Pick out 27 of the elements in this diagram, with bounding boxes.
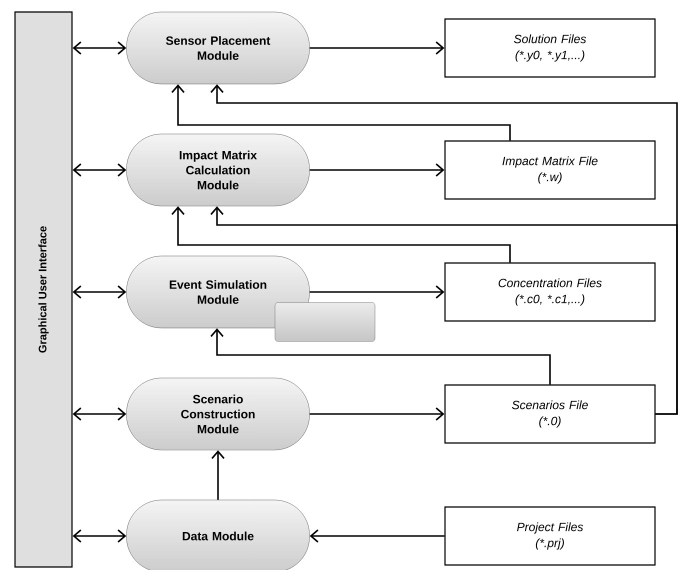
- arrow: [210, 328, 551, 384]
- arrow: [72, 407, 126, 421]
- arrow: [310, 407, 444, 421]
- arrow: [72, 41, 126, 55]
- interface-bar: Graphical User Interface: [14, 11, 73, 568]
- module-box: Scenario Construction Module: [126, 378, 310, 450]
- module-box: Sensor Placement Module: [126, 12, 310, 84]
- arrow: [72, 285, 126, 299]
- arrow: [310, 529, 444, 543]
- arrow: [210, 206, 678, 415]
- module-box: Impact Matrix Calculation Module: [126, 134, 310, 206]
- file-box: Solution Files (*.y0, *.y1,...): [444, 18, 656, 78]
- file-box: Impact Matrix File (*.w): [444, 140, 656, 200]
- arrow: [171, 206, 511, 262]
- arrow: [72, 163, 126, 177]
- arrow: [310, 285, 444, 299]
- file-box: Scenarios File (*.0): [444, 384, 656, 444]
- arrow: [211, 450, 225, 500]
- file-box: Project Files (*.prj): [444, 506, 656, 566]
- arrow: [310, 163, 444, 177]
- module-box: Event Simulation Module: [126, 256, 310, 328]
- module-box: Data Module: [126, 500, 310, 570]
- arrow: [310, 41, 444, 55]
- module-tag: [274, 302, 376, 342]
- file-box: Concentration Files (*.c0, *.c1,...): [444, 262, 656, 322]
- arrow: [171, 84, 511, 140]
- arrow: [72, 529, 126, 543]
